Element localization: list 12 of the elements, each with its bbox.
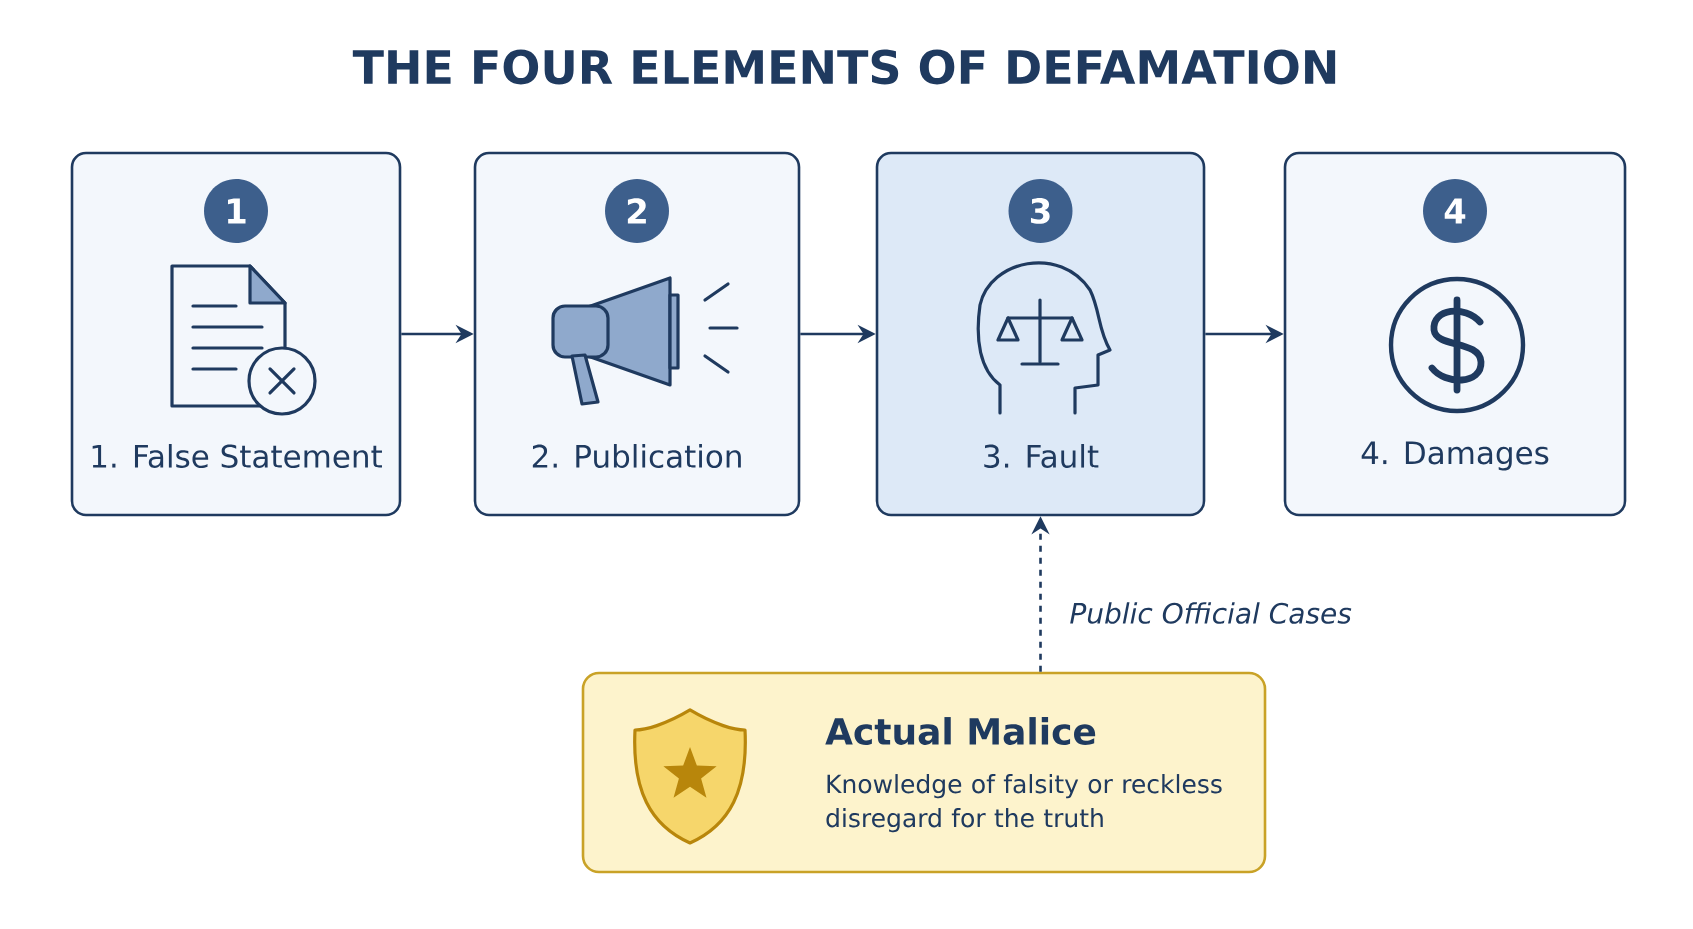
step-label: 1. False Statement [92,444,382,468]
number-badge: 2 [605,179,669,243]
number-badge: 4 [1423,179,1487,243]
step-label: 3. Fault [984,444,1099,468]
edge-label: Public Official Cases [1065,598,1356,628]
number-badge: 3 [1008,179,1073,243]
step-label: 4. Damages [1361,441,1549,471]
callout-heading: Actual Malice [825,717,1096,745]
number-badge: 1 [204,179,268,243]
callout-text: Knowledge of falsity or reckless disregard for the truth [826,774,1222,833]
title: THE FOUR ELEMENTS OF DEFAMATION [352,49,1336,85]
step-label: 2. Publication [532,444,741,468]
